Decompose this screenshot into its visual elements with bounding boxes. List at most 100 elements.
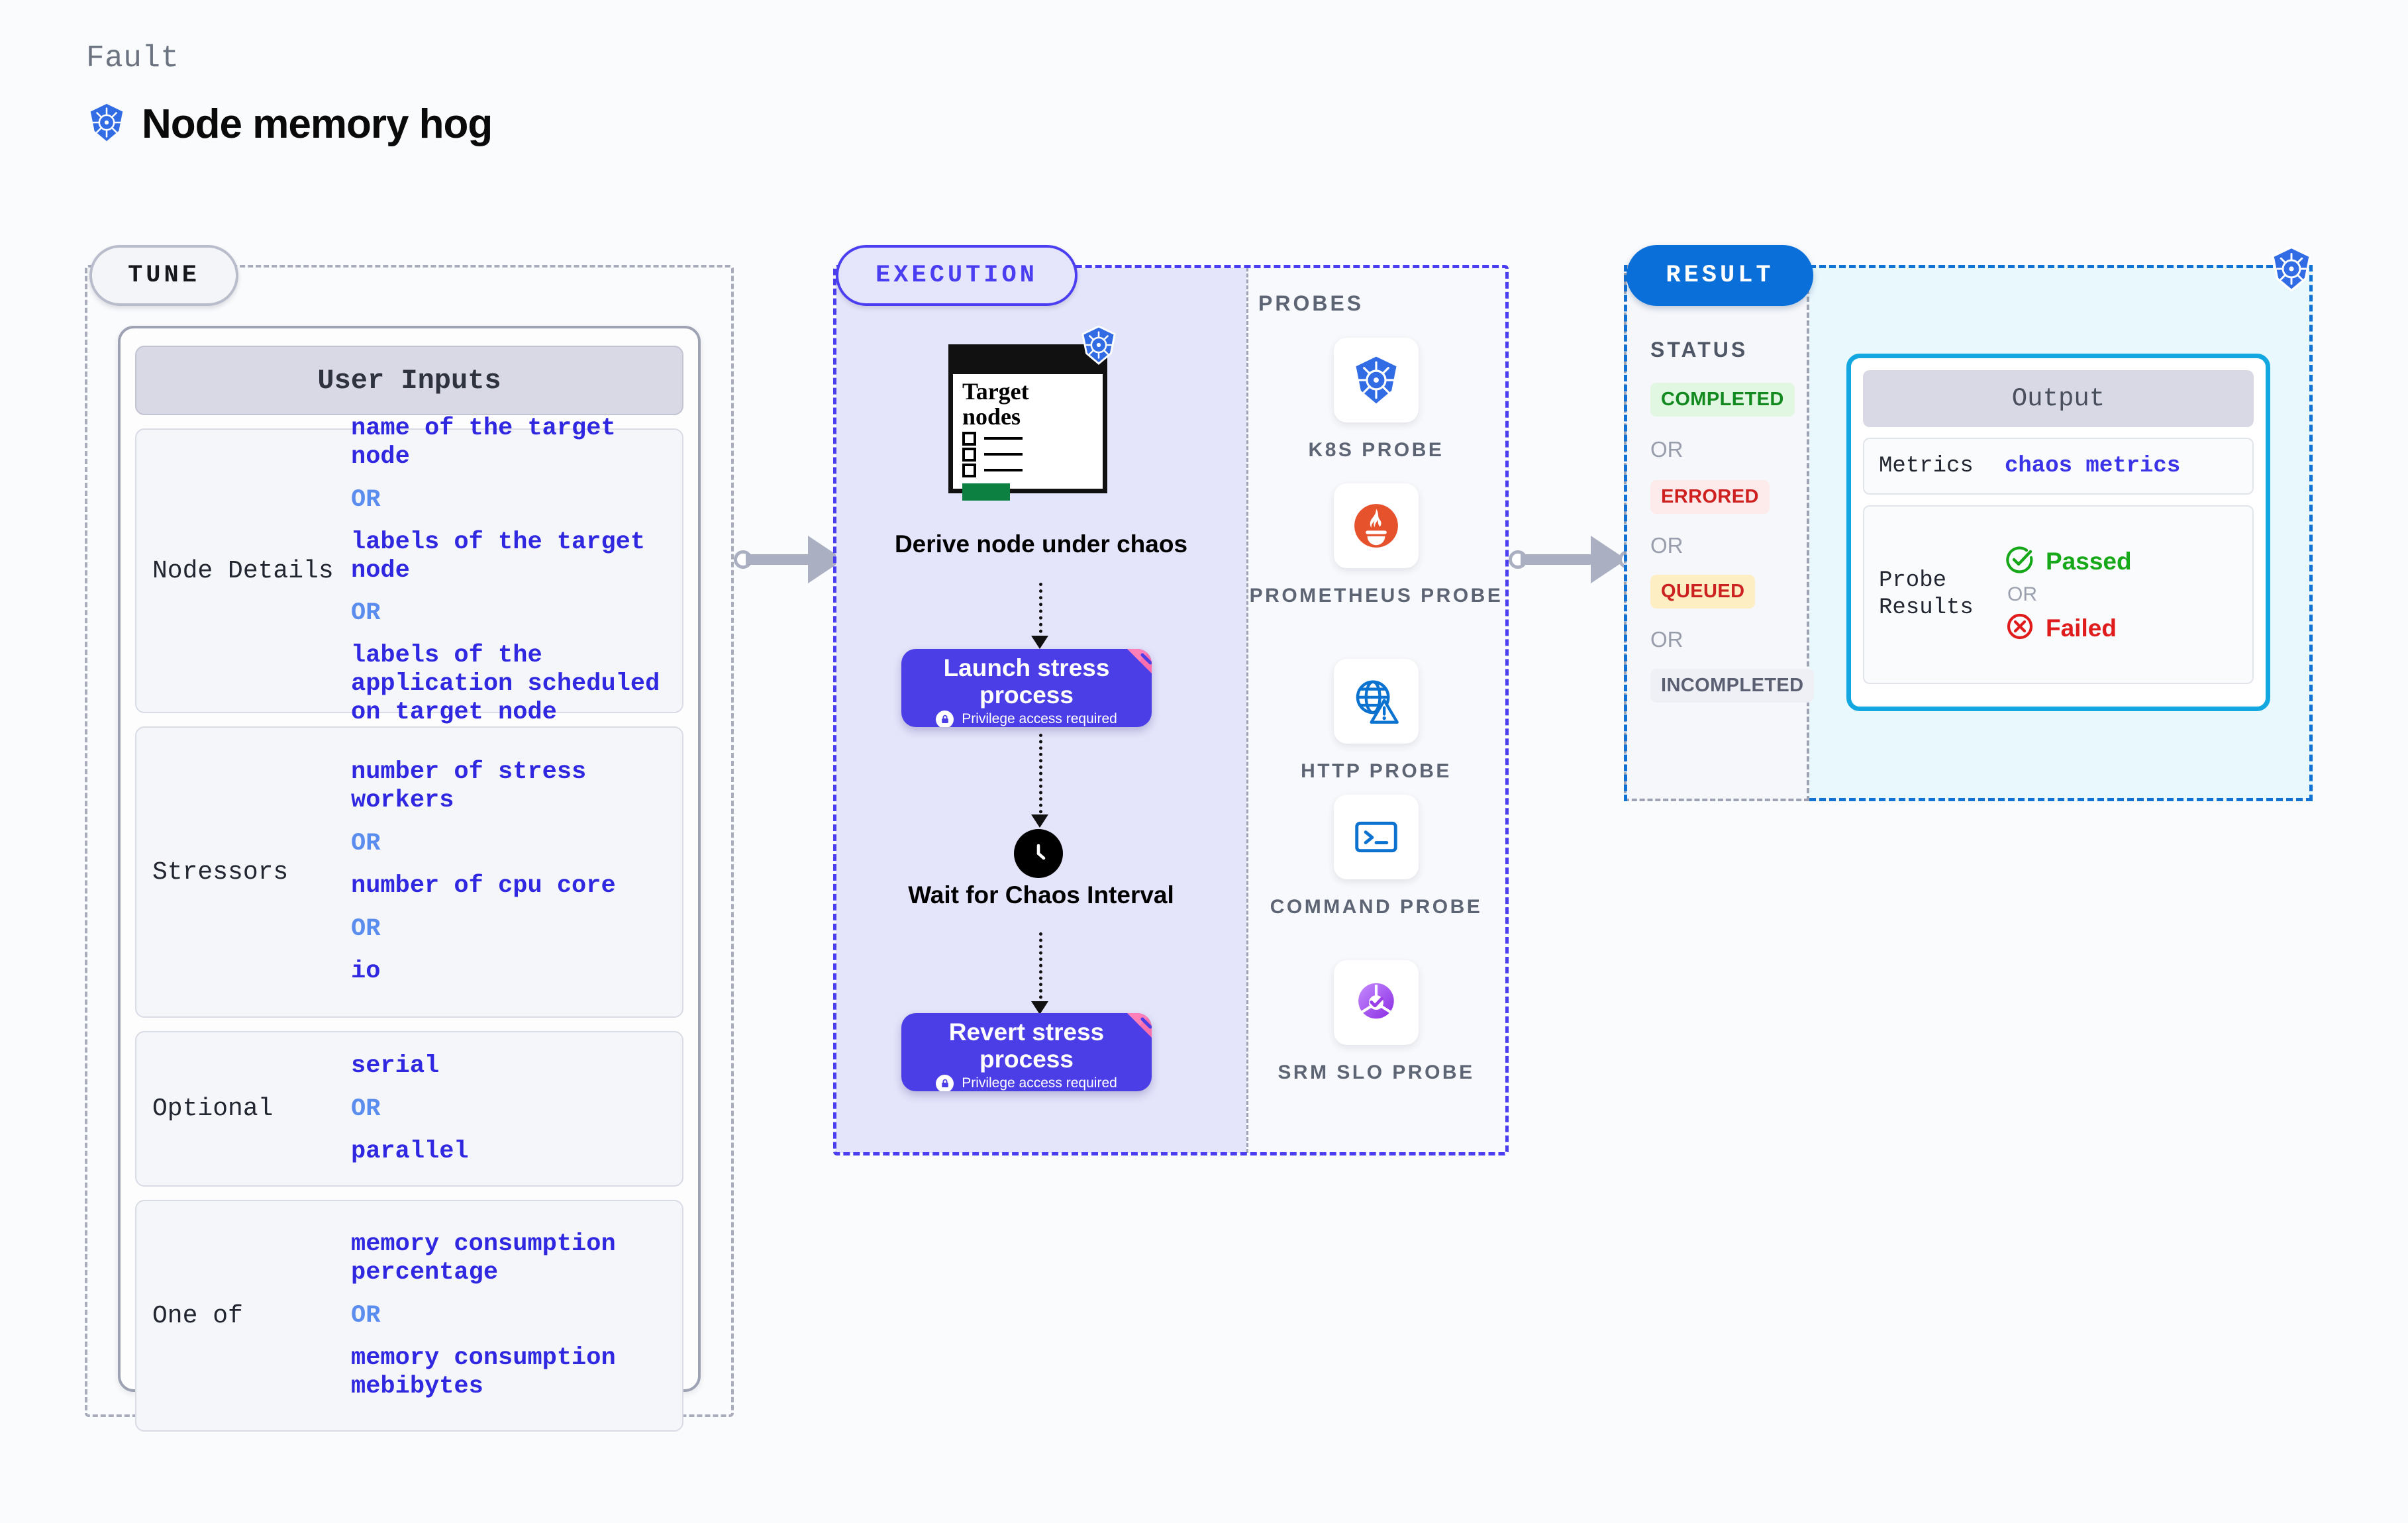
probe-label: COMMAND PROBE: [1270, 896, 1483, 918]
row-value: memory consumption percentage: [351, 1230, 616, 1287]
step-caption-derive: Derive node under chaos: [894, 530, 1188, 558]
row-or: OR: [351, 1302, 381, 1330]
step-note: Privilege access required: [962, 711, 1117, 727]
row-or: OR: [351, 1095, 381, 1123]
lock-icon: [936, 710, 954, 727]
checkbox-row: [953, 430, 1103, 446]
row-value: serial: [351, 1052, 440, 1080]
row-value: labels of the application scheduled on t…: [351, 642, 660, 727]
clock-icon: [1014, 829, 1063, 878]
input-row-node-details: Node Details name of the target node OR …: [135, 415, 683, 726]
result-status-region: [1624, 265, 1809, 801]
kubernetes-icon: [1078, 324, 1119, 369]
check-circle-icon: [2005, 544, 2035, 578]
probe-result-passed: Passed: [2005, 544, 2132, 578]
probe-http[interactable]: HTTP PROBE: [1246, 659, 1506, 785]
row-value: memory consumption mebibytes: [351, 1344, 616, 1400]
user-inputs-title: User Inputs: [135, 346, 683, 415]
row-label: Optional: [152, 1095, 274, 1123]
fault-title-row: Node memory hog: [86, 101, 493, 148]
step-note: Privilege access required: [962, 1075, 1117, 1091]
tune-pill[interactable]: TUNE: [89, 245, 238, 306]
x-circle-icon: [2005, 611, 2035, 645]
slo-donut-icon: [1334, 960, 1419, 1045]
checkbox-icon: [962, 431, 976, 446]
status-badge-errored: ERRORED: [1650, 480, 1770, 514]
arrowhead-icon: [1031, 1001, 1048, 1014]
output-title: Output: [1863, 370, 2254, 427]
ribbon-icon: [1127, 649, 1152, 673]
execution-pill[interactable]: EXECUTION: [836, 245, 1078, 306]
line-placeholder: [984, 469, 1023, 472]
kubernetes-icon: [1334, 338, 1419, 422]
row-label: Node Details: [152, 556, 334, 585]
ribbon-icon: [1127, 1013, 1152, 1038]
probe-srm-slo[interactable]: SRM SLO PROBE: [1246, 960, 1506, 1087]
output-row-metrics: Metrics chaos metrics: [1863, 438, 2254, 495]
target-nodes-card: Target nodes: [948, 344, 1107, 501]
probe-label: SRM SLO PROBE: [1278, 1061, 1475, 1083]
status-or: OR: [1650, 627, 1683, 652]
status-title: STATUS: [1650, 338, 1748, 362]
output-label: Metrics: [1879, 453, 1974, 479]
probe-label: K8S PROBE: [1308, 439, 1444, 461]
status-badge-incompleted: INCOMPLETED: [1650, 669, 1815, 703]
target-card-title-2: nodes: [962, 403, 1021, 430]
step-title: Launch stress process: [943, 654, 1110, 709]
status-badge-completed: COMPLETED: [1650, 383, 1795, 417]
probes-title: PROBES: [1258, 291, 1364, 315]
kubernetes-icon: [2268, 245, 2315, 296]
connector-execution-result: [1509, 530, 1637, 589]
output-card: Output Metrics chaos metrics Probe Resul…: [1846, 354, 2270, 711]
execution-region: [833, 265, 1509, 1155]
flow-connector: [1039, 932, 1042, 1005]
flow-connector: [1039, 583, 1042, 640]
row-value: name of the target node: [351, 414, 616, 471]
result-region-left-edge: [1624, 265, 1627, 801]
result-pill[interactable]: RESULT: [1627, 245, 1813, 306]
probe-label: HTTP PROBE: [1301, 760, 1452, 782]
step-caption-wait: Wait for Chaos Interval: [908, 881, 1174, 909]
page-title: Node memory hog: [142, 101, 493, 147]
lock-icon: [936, 1074, 954, 1091]
status-badge-queued: QUEUED: [1650, 575, 1756, 609]
probe-command[interactable]: COMMAND PROBE: [1246, 795, 1506, 921]
checkbox-icon: [962, 447, 976, 462]
row-value: number of stress workers: [351, 758, 587, 815]
probe-label: PROMETHEUS PROBE: [1249, 585, 1503, 607]
globe-warning-icon: [1334, 659, 1419, 744]
input-row-one-of: One of memory consumption percentage OR …: [135, 1200, 683, 1432]
checkbox-row: [953, 446, 1103, 462]
input-row-stressors: Stressors number of stress workers OR nu…: [135, 726, 683, 1018]
row-or: OR: [351, 914, 381, 943]
step-note-row: Privilege access required: [901, 1074, 1152, 1091]
fault-kicker: Fault: [86, 41, 179, 75]
kubernetes-icon: [86, 102, 127, 146]
output-value: chaos metrics: [2005, 454, 2181, 479]
step-note-row: Privilege access required: [901, 710, 1152, 727]
row-label: Stressors: [152, 858, 289, 887]
probe-k8s[interactable]: K8S PROBE: [1246, 338, 1506, 464]
row-value: parallel: [351, 1137, 469, 1165]
probe-result-failed: Failed: [2005, 611, 2132, 645]
step-card-revert-stress[interactable]: Revert stress process Privilege access r…: [901, 1013, 1152, 1091]
probe-result-or: OR: [2007, 583, 2037, 605]
target-card-title-1: Target: [962, 378, 1029, 405]
prometheus-icon: [1334, 483, 1419, 568]
connector-tune-execution: [734, 530, 853, 589]
checkbox-row: [953, 462, 1103, 477]
flow-connector: [1039, 734, 1042, 820]
status-or: OR: [1650, 533, 1683, 558]
passed-label: Passed: [2046, 547, 2132, 575]
checkbox-icon: [962, 463, 976, 477]
line-placeholder: [984, 453, 1023, 456]
terminal-icon: [1334, 795, 1419, 879]
green-bar: [962, 483, 1010, 501]
card-titlebar: [953, 349, 1103, 374]
probe-prometheus[interactable]: PROMETHEUS PROBE: [1246, 483, 1506, 610]
row-or: OR: [351, 830, 381, 858]
output-label: Probe Results: [1879, 568, 1974, 620]
failed-label: Failed: [2046, 614, 2117, 642]
step-card-launch-stress[interactable]: Launch stress process Privilege access r…: [901, 649, 1152, 727]
row-or: OR: [351, 599, 381, 628]
